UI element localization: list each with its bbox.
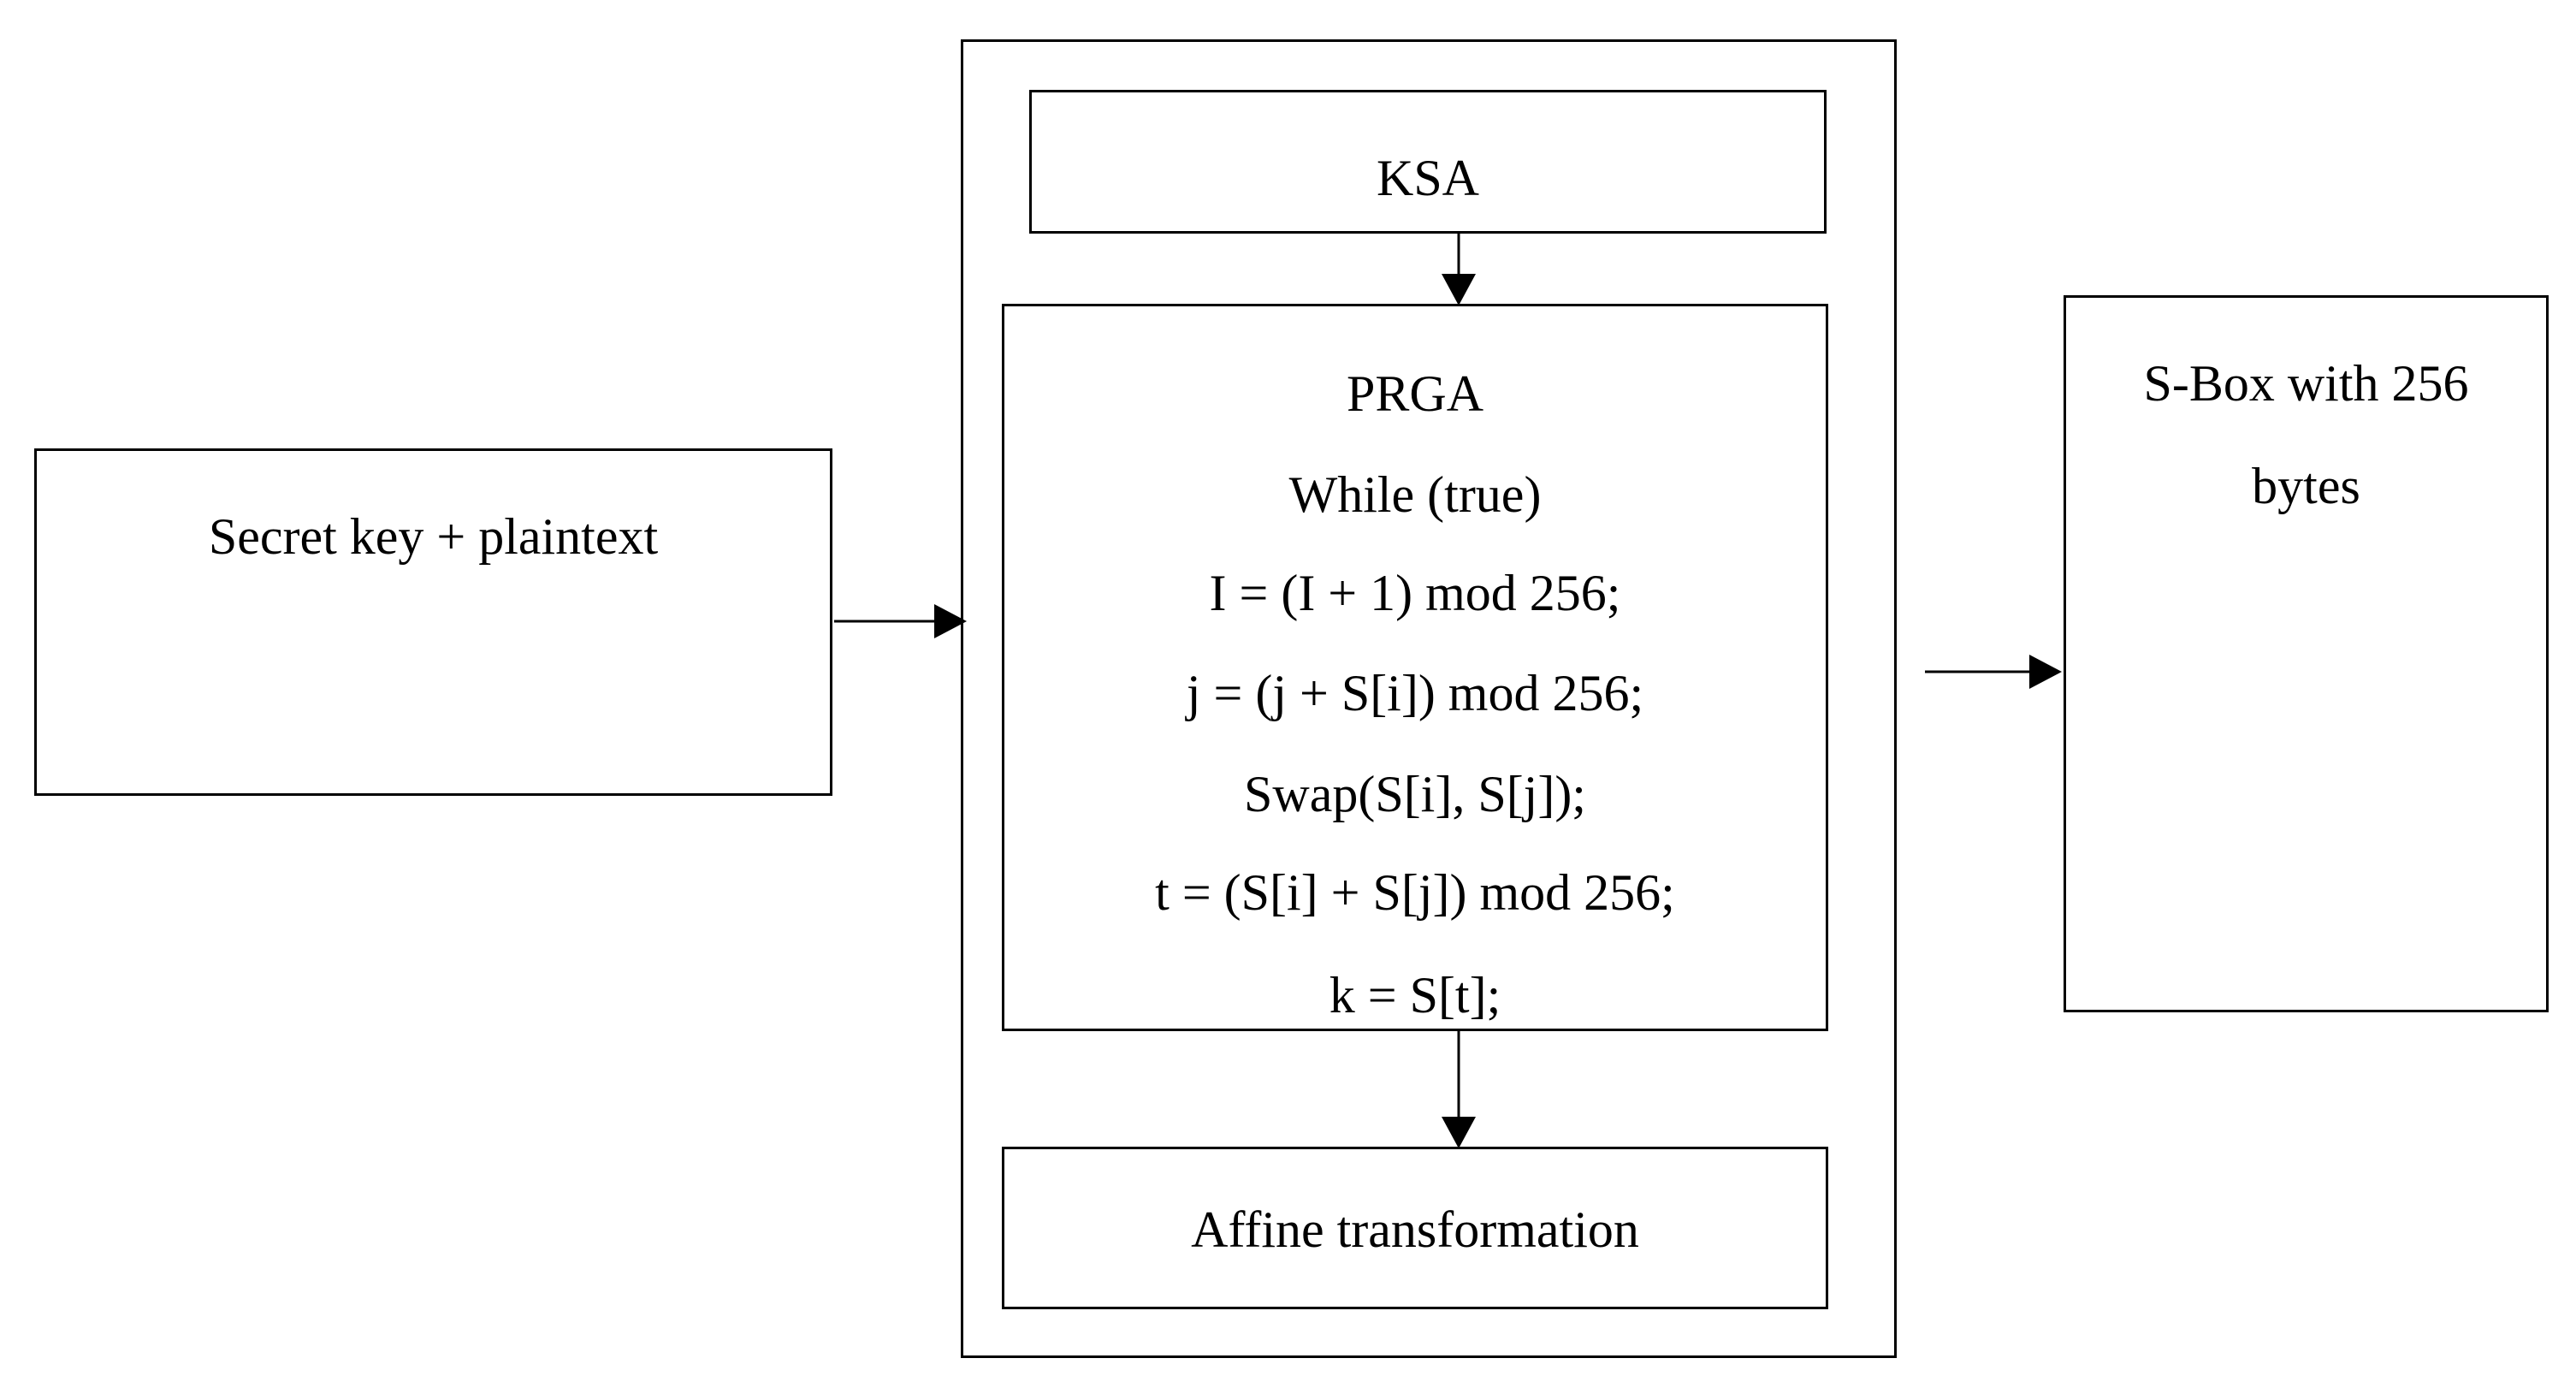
input-box: Secret key + plaintext bbox=[34, 448, 832, 796]
ksa-box-label: KSA bbox=[1376, 150, 1480, 206]
input-box-label: Secret key + plaintext bbox=[208, 508, 659, 565]
arrow-input-to-container bbox=[834, 604, 967, 638]
prga-box: PRGA While (true) I = (I + 1) mod 256; j… bbox=[1002, 304, 1828, 1031]
affine-box-label: Affine transformation bbox=[1191, 1201, 1639, 1258]
prga-line-t-update: t = (S[i] + S[j]) mod 256; bbox=[1155, 864, 1675, 921]
prga-title: PRGA bbox=[1346, 365, 1484, 422]
output-box-line-1: S-Box with 256 bbox=[2143, 355, 2469, 412]
arrow-ksa-to-prga bbox=[1442, 234, 1476, 305]
affine-box: Affine transformation bbox=[1002, 1147, 1828, 1309]
arrow-prga-to-affine bbox=[1442, 1031, 1476, 1148]
prga-line-k-output: k = S[t]; bbox=[1329, 967, 1501, 1023]
prga-line-swap: Swap(S[i], S[j]); bbox=[1244, 766, 1586, 822]
output-box: S-Box with 256 bytes bbox=[2064, 295, 2549, 1012]
output-box-line-2: bytes bbox=[2252, 458, 2360, 514]
prga-line-while: While (true) bbox=[1288, 466, 1542, 523]
ksa-box: KSA bbox=[1029, 90, 1827, 234]
prga-line-i-update: I = (I + 1) mod 256; bbox=[1209, 565, 1621, 621]
prga-line-j-update: j = (j + S[i]) mod 256; bbox=[1186, 665, 1644, 721]
arrow-container-to-output bbox=[1925, 655, 2062, 689]
